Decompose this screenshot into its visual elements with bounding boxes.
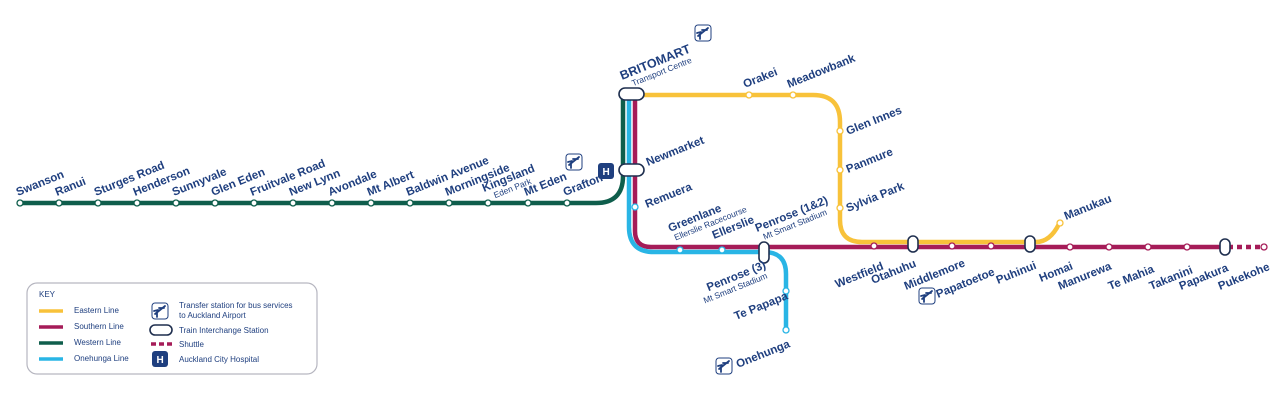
southern-stops xyxy=(870,242,1268,251)
stop-meadowbank[interactable] xyxy=(789,91,797,99)
key-eastern: Eastern Line xyxy=(74,306,119,315)
interchange-papakura[interactable] xyxy=(1219,238,1231,256)
stop-sunnyvale[interactable] xyxy=(172,199,180,207)
key-airport-2: to Auckland Airport xyxy=(179,311,246,320)
interchange-britomart[interactable] xyxy=(618,87,645,101)
interchange-penrose[interactable] xyxy=(758,241,770,264)
stop-baldwin-avenue[interactable] xyxy=(406,199,414,207)
stop-onehunga[interactable] xyxy=(782,326,790,334)
key-airport-icon xyxy=(151,302,169,320)
label-sylvia-park: Sylvia Park xyxy=(845,180,907,214)
label-meadowbank: Meadowbank xyxy=(786,52,858,90)
stop-te-mahia[interactable] xyxy=(1144,243,1152,251)
stop-sturges-road[interactable] xyxy=(94,199,102,207)
stop-orakei[interactable] xyxy=(745,91,753,99)
eastern-stops xyxy=(745,91,1064,227)
key-southern: Southern Line xyxy=(74,322,124,331)
stop-homai[interactable] xyxy=(1066,243,1074,251)
stop-te-papapa[interactable] xyxy=(782,287,790,295)
stop-pukekohe[interactable] xyxy=(1260,243,1268,251)
label-onehunga: Onehunga xyxy=(735,338,793,371)
interchange-otahuhu[interactable] xyxy=(907,235,919,253)
stop-glen-eden[interactable] xyxy=(211,199,219,207)
stop-mt-eden[interactable] xyxy=(524,199,532,207)
stop-papatoetoe[interactable] xyxy=(987,242,995,250)
stop-mt-albert[interactable] xyxy=(367,199,375,207)
label-greenlane-group: Greenlane Ellerslie Racecourse xyxy=(667,203,749,243)
airport-bus-icon xyxy=(565,153,583,171)
airport-bus-icon xyxy=(715,357,733,375)
key-interchange: Train Interchange Station xyxy=(179,326,269,335)
stop-manukau[interactable] xyxy=(1056,219,1064,227)
label-orakei: Orakei xyxy=(742,66,780,91)
label-penrose12-group: Penrose (1&2) Mt Smart Stadium xyxy=(754,195,830,242)
onehunga-stops xyxy=(631,203,790,334)
onehunga-line xyxy=(626,96,789,330)
key-hospital-icon xyxy=(152,351,168,367)
stop-panmure[interactable] xyxy=(836,166,844,174)
stop-glen-innes[interactable] xyxy=(836,127,844,135)
stop-morningside[interactable] xyxy=(445,199,453,207)
key-hospital: Auckland City Hospital xyxy=(179,355,259,364)
stop-henderson[interactable] xyxy=(133,199,141,207)
key-title: KEY xyxy=(39,290,56,299)
stop-new-lynn[interactable] xyxy=(289,199,297,207)
key-shuttle: Shuttle xyxy=(179,340,204,349)
interchange-puhinui[interactable] xyxy=(1024,235,1036,253)
key-onehunga: Onehunga Line xyxy=(74,354,129,363)
airport-bus-icon xyxy=(694,24,712,42)
britomart-label: BRITOMART Transport Centre xyxy=(618,42,694,88)
map-key: KEY Eastern Line Southern Line Western L… xyxy=(26,282,318,375)
stop-sylvia-park[interactable] xyxy=(836,204,844,212)
hospital-icon xyxy=(598,163,614,179)
label-te-papapa: Te Papapa xyxy=(733,290,791,323)
label-manukau: Manukau xyxy=(1063,193,1114,223)
eastern-line xyxy=(631,92,1062,245)
key-airport-1: Transfer station for bus services xyxy=(179,301,293,310)
stop-fruitvale-road[interactable] xyxy=(250,199,258,207)
stop-greenlane[interactable] xyxy=(676,246,684,254)
stop-ellerslie[interactable] xyxy=(718,246,726,254)
stop-avondale[interactable] xyxy=(328,199,336,207)
stop-manurewa[interactable] xyxy=(1105,243,1113,251)
label-te-mahia: Te Mahia xyxy=(1107,263,1157,292)
interchange-newmarket[interactable] xyxy=(618,163,645,177)
stop-remuera[interactable] xyxy=(631,203,639,211)
label-remuera: Remuera xyxy=(644,181,695,211)
western-stops xyxy=(16,199,571,207)
southern-line xyxy=(632,96,1226,250)
airport-bus-icon xyxy=(918,287,936,305)
stop-kingsland[interactable] xyxy=(484,199,492,207)
stop-takanini[interactable] xyxy=(1183,243,1191,251)
label-newmarket: Newmarket xyxy=(645,135,707,169)
label-panmure: Panmure xyxy=(845,146,895,176)
label-glen-innes: Glen Innes xyxy=(845,105,904,138)
label-puhinui: Puhinui xyxy=(995,260,1039,287)
key-western: Western Line xyxy=(74,338,122,347)
stop-grafton[interactable] xyxy=(563,199,571,207)
label-penrose3-group: Penrose (3) Mt Smart Stadium xyxy=(702,259,769,305)
stop-ranui[interactable] xyxy=(55,199,63,207)
stop-westfield[interactable] xyxy=(870,242,878,250)
stop-middlemore[interactable] xyxy=(948,242,956,250)
stop-swanson[interactable] xyxy=(16,199,24,207)
